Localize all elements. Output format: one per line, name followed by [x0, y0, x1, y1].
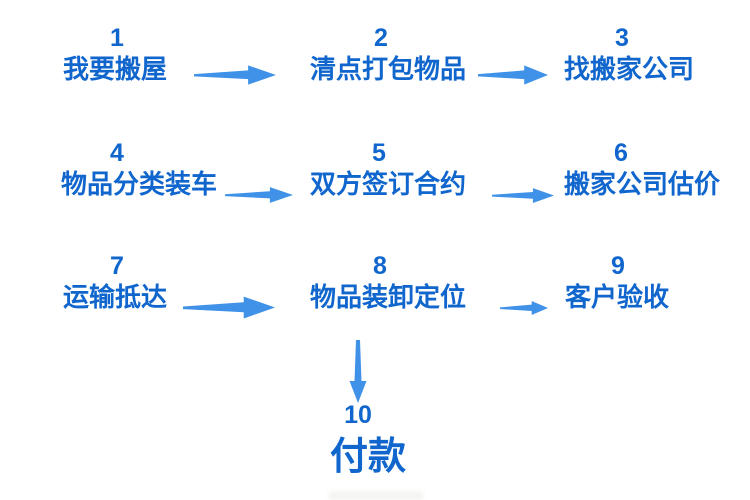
arrow-right-step8-to-step9-icon: [500, 301, 548, 315]
step-7-number: 7: [110, 252, 124, 280]
arrow-right-step5-to-step6-icon: [492, 188, 554, 203]
step-1-label: 我要搬屋: [63, 54, 168, 84]
step-6-number: 6: [614, 139, 628, 167]
step-3-number: 3: [615, 24, 629, 52]
arrow-down-step8-to-step10-icon: [349, 340, 367, 403]
arrow-right-step1-to-step2-icon: [194, 65, 276, 85]
step-9-label: 客户验收: [565, 282, 670, 312]
step-4-label: 物品分类装车: [61, 169, 218, 199]
step-8-label: 物品装卸定位: [310, 282, 467, 312]
step-6-label: 搬家公司估价: [564, 169, 721, 199]
step-10-label: 付款: [330, 436, 407, 478]
step-5-label: 双方签订合约: [310, 169, 467, 199]
step-1-number: 1: [110, 24, 124, 52]
arrow-right-step2-to-step3-icon: [478, 65, 548, 85]
step-5-number: 5: [372, 139, 386, 167]
step-8-number: 8: [373, 252, 387, 280]
step-10-number: 10: [344, 401, 372, 429]
bottom-edge-artifact: [328, 491, 424, 500]
step-2-number: 2: [374, 24, 388, 52]
step-4-number: 4: [110, 139, 124, 167]
step-2-label: 清点打包物品: [310, 54, 467, 84]
arrow-right-step7-to-step8-icon: [183, 296, 275, 319]
step-9-number: 9: [611, 252, 625, 280]
step-3-label: 找搬家公司: [564, 54, 695, 84]
step-7-label: 运输抵达: [63, 282, 168, 312]
arrow-right-step4-to-step5-icon: [225, 187, 293, 203]
